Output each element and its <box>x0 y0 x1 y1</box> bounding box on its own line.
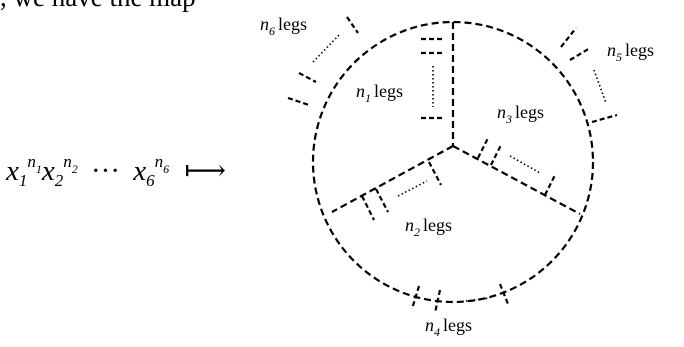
legs-group-n3 <box>477 137 556 196</box>
legs-group-n1 <box>421 37 444 120</box>
formula-term-1: x1n1 <box>6 152 42 190</box>
legs-group-n2 <box>361 161 442 221</box>
legs-group-n5 <box>560 27 618 124</box>
maps-to-arrow: ⟼ <box>184 155 226 187</box>
legs-group-n6 <box>287 16 359 107</box>
legs-group-n4 <box>410 283 510 314</box>
spoke-left <box>331 145 454 213</box>
outer-circle <box>311 20 595 304</box>
spoke-right <box>452 145 581 215</box>
formula-term-2: x2n2 <box>41 152 78 190</box>
monomial-formula: x1n1x2n2 ··· x6n6 ⟼ <box>6 152 226 191</box>
intro-text: , we have the map <box>0 0 196 13</box>
formula-ellipsis: ··· <box>91 155 120 187</box>
formula-term-6: x6n6 <box>133 152 170 190</box>
